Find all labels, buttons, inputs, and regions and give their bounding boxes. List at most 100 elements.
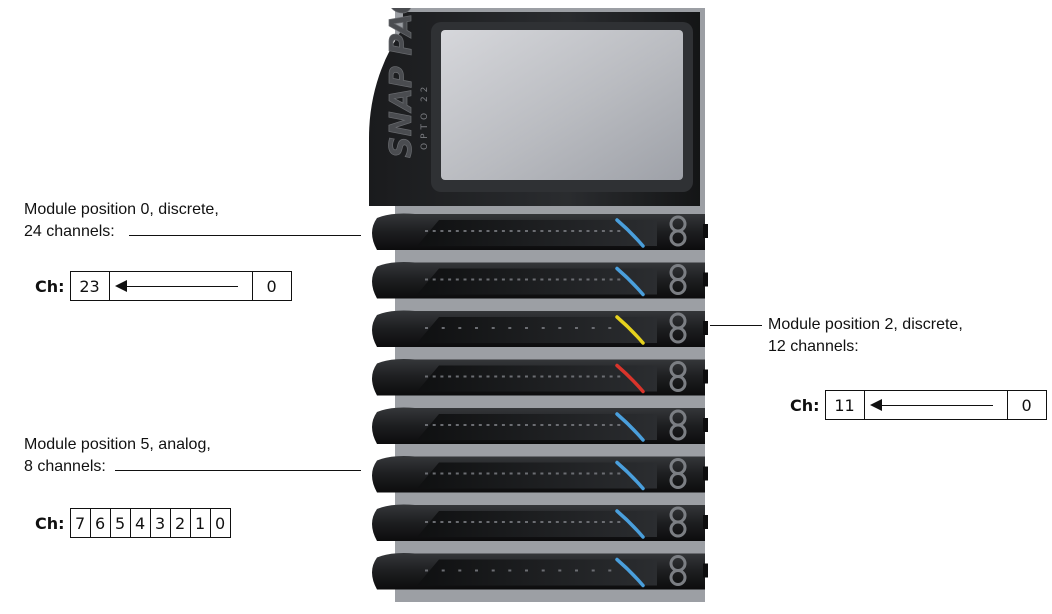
led-dot bbox=[501, 230, 505, 232]
led-dot bbox=[608, 569, 612, 572]
led-dot bbox=[525, 375, 528, 378]
io-module bbox=[372, 504, 708, 541]
led-dot bbox=[509, 424, 513, 426]
led-dot bbox=[586, 521, 590, 523]
led-dot bbox=[608, 327, 612, 329]
led-dot bbox=[486, 375, 490, 378]
module-connector-tab bbox=[703, 369, 708, 384]
led-dot bbox=[525, 424, 528, 426]
led-dot bbox=[541, 327, 545, 329]
led-dot bbox=[540, 521, 544, 523]
led-dot bbox=[571, 375, 575, 378]
led-dot bbox=[440, 424, 444, 426]
module-latch bbox=[669, 326, 687, 344]
led-dot bbox=[448, 375, 452, 378]
module-accent-stripe bbox=[615, 557, 645, 588]
led-dot bbox=[441, 569, 445, 572]
channel-cell: 5 bbox=[109, 508, 130, 538]
module-connector-tab bbox=[703, 515, 708, 529]
led-dot bbox=[501, 424, 505, 426]
io-module bbox=[372, 262, 708, 299]
led-dot bbox=[541, 569, 545, 572]
module-latch bbox=[669, 229, 687, 247]
led-dot bbox=[508, 327, 512, 329]
led-dot bbox=[425, 521, 428, 523]
led-dot bbox=[563, 472, 567, 475]
led-dot bbox=[532, 230, 536, 232]
led-dot bbox=[425, 278, 428, 281]
led-dot bbox=[586, 424, 590, 426]
led-dot bbox=[432, 375, 436, 378]
led-dot bbox=[586, 230, 590, 232]
led-dot bbox=[548, 278, 552, 281]
led-dot bbox=[432, 230, 436, 232]
led-dot bbox=[509, 278, 513, 281]
led-dot bbox=[555, 521, 559, 523]
screen bbox=[441, 30, 683, 180]
led-dot bbox=[463, 230, 467, 232]
led-dot bbox=[425, 424, 428, 426]
callout-pos2-leader bbox=[710, 325, 762, 326]
led-dot bbox=[575, 569, 578, 572]
led-dot bbox=[594, 521, 598, 523]
led-dot bbox=[494, 424, 498, 426]
led-dot bbox=[501, 472, 505, 475]
led-dot bbox=[517, 472, 521, 475]
led-dot bbox=[617, 521, 621, 523]
led-dot bbox=[609, 521, 613, 523]
led-dot bbox=[548, 472, 552, 475]
led-dot bbox=[463, 521, 467, 523]
arrow-shaft bbox=[119, 286, 238, 287]
callout-pos0-leader bbox=[129, 235, 361, 236]
channel-prefix: Ch: bbox=[35, 276, 65, 296]
led-dot bbox=[478, 278, 482, 281]
module-accent-stripe bbox=[615, 460, 645, 491]
led-dot bbox=[525, 472, 528, 475]
led-dot bbox=[609, 424, 613, 426]
led-dot bbox=[571, 424, 575, 426]
led-dot bbox=[494, 230, 498, 232]
module-connector-tab bbox=[703, 466, 708, 481]
module-latch bbox=[669, 569, 687, 586]
callout-pos5-line1: Module position 5, analog, bbox=[24, 436, 211, 453]
led-dot bbox=[455, 424, 459, 426]
module-connector-tab bbox=[703, 563, 708, 578]
led-dot bbox=[441, 327, 445, 329]
led-dot bbox=[517, 230, 521, 232]
led-dot bbox=[440, 278, 444, 281]
led-dot bbox=[555, 278, 559, 281]
led-dot bbox=[463, 424, 467, 426]
led-dot bbox=[609, 375, 613, 378]
callout-pos5-leader bbox=[115, 470, 361, 471]
module-connector-tab bbox=[703, 418, 708, 432]
led-dot bbox=[458, 327, 462, 329]
led-dot bbox=[455, 375, 459, 378]
led-dot bbox=[458, 569, 462, 572]
led-dot bbox=[601, 230, 605, 232]
led-dot bbox=[548, 521, 552, 523]
module-face bbox=[417, 365, 657, 392]
led-dot bbox=[455, 472, 459, 475]
led-dot bbox=[491, 327, 495, 329]
led-dot bbox=[594, 424, 598, 426]
led-dot bbox=[517, 375, 521, 378]
led-dot bbox=[563, 424, 567, 426]
callout-pos2-line1: Module position 2, discrete, bbox=[768, 316, 963, 333]
led-dot bbox=[471, 230, 475, 232]
led-dot bbox=[586, 472, 590, 475]
led-dot bbox=[486, 230, 490, 232]
led-dot bbox=[586, 375, 590, 378]
led-dot bbox=[540, 375, 544, 378]
led-dot bbox=[425, 230, 428, 232]
led-dot bbox=[509, 521, 513, 523]
led-dot bbox=[578, 521, 582, 523]
controller-rack-illustration: SNAP PAC OPTO 22 bbox=[369, 8, 708, 602]
led-dot bbox=[440, 472, 444, 475]
led-dot bbox=[540, 424, 544, 426]
io-module bbox=[372, 213, 708, 250]
module-latch bbox=[669, 472, 687, 489]
io-module bbox=[372, 407, 708, 444]
module-connector-tab bbox=[703, 321, 708, 335]
led-dot bbox=[471, 278, 475, 281]
led-dot bbox=[532, 521, 536, 523]
